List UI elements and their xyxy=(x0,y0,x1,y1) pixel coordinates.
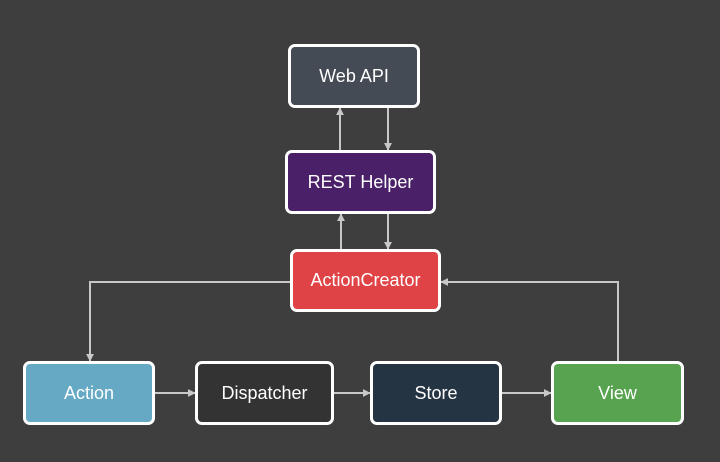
action-node[interactable]: Action xyxy=(23,361,155,425)
dispatcher-node[interactable]: Dispatcher xyxy=(195,361,334,425)
edge-view-to-action-creator xyxy=(440,278,619,361)
web-api-node[interactable]: Web API xyxy=(288,44,420,108)
store-label: Store xyxy=(414,382,458,403)
edge-action-creator-to-action xyxy=(86,281,290,362)
rest-helper-node[interactable]: REST Helper xyxy=(285,150,436,214)
store-node[interactable]: Store xyxy=(370,361,502,425)
action-creator-label: ActionCreator xyxy=(310,270,421,290)
view-node[interactable]: View xyxy=(551,361,684,425)
dispatcher-label: Dispatcher xyxy=(221,382,308,403)
action-label: Action xyxy=(63,382,115,403)
web-api-label: Web API xyxy=(319,65,389,86)
view-label: View xyxy=(598,382,637,403)
rest-helper-label: REST Helper xyxy=(307,171,414,192)
action-creator-node[interactable]: ActionCreator xyxy=(290,249,441,312)
